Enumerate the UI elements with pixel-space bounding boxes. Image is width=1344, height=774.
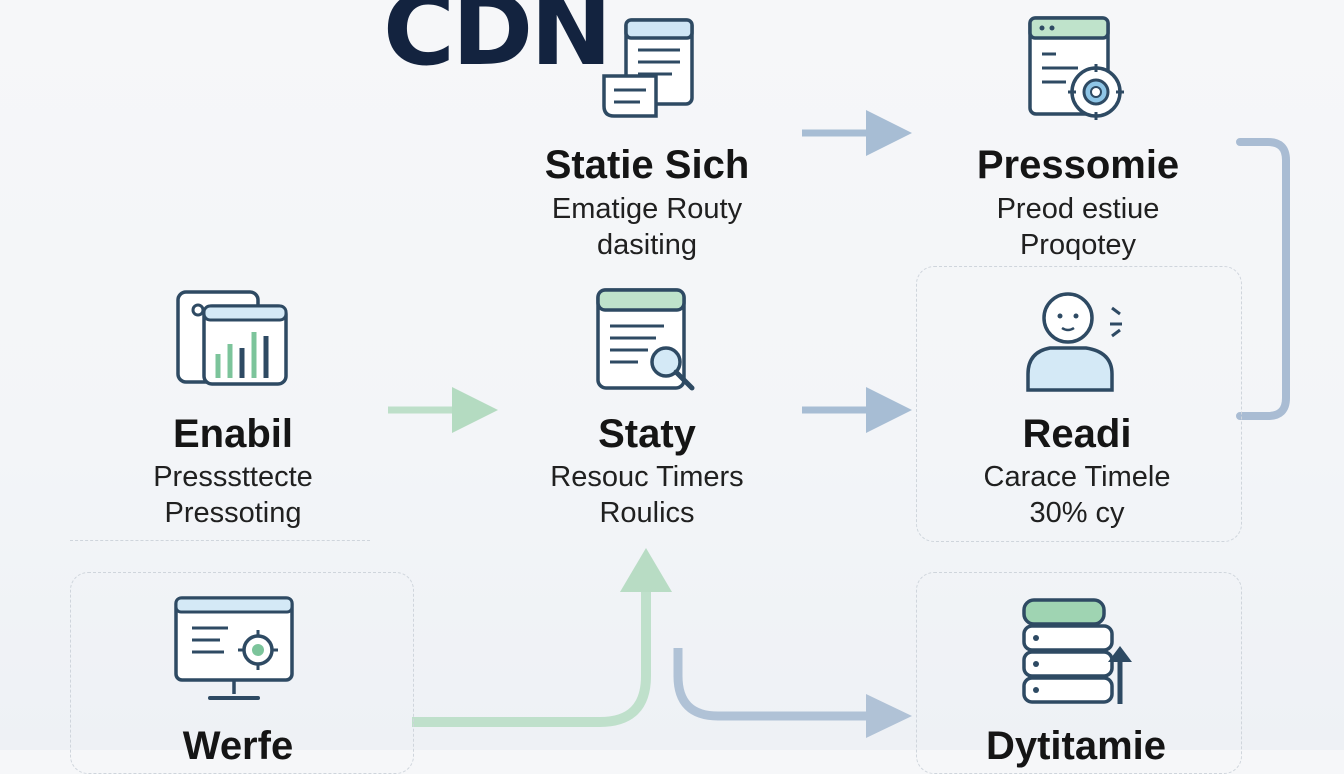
arrow-static-to-pressomie bbox=[802, 110, 912, 156]
database-upload-icon bbox=[1022, 598, 1132, 704]
arrow-staty-to-readi bbox=[802, 387, 912, 433]
document-icon bbox=[602, 18, 694, 118]
analytics-chart-icon bbox=[176, 290, 288, 386]
arrow-staty-to-dytitamie bbox=[673, 648, 912, 738]
card-frame-readi bbox=[916, 266, 1242, 542]
node-title-enabil: Enabil bbox=[172, 412, 294, 456]
arrow-werfe-to-staty bbox=[412, 548, 672, 727]
loop-connector bbox=[1236, 138, 1290, 420]
settings-document-icon bbox=[1028, 16, 1124, 120]
node-title-pressomie: Pressomie bbox=[976, 143, 1180, 187]
node-line-static-2: dasiting bbox=[597, 229, 697, 261]
search-document-icon bbox=[596, 288, 695, 391]
node-title-werfe: Werfe bbox=[182, 724, 294, 768]
node-line-enabil-2: Pressoting bbox=[164, 497, 302, 529]
node-line-staty-1: Resouc Timers bbox=[550, 461, 744, 493]
node-line-staty-2: Roulics bbox=[599, 497, 695, 529]
monitor-settings-icon bbox=[174, 596, 294, 700]
node-line-readi-1: Carace Timele bbox=[983, 461, 1171, 493]
node-line-static-1: Ematige Routy bbox=[551, 193, 743, 225]
node-title-dytitamie: Dytitamie bbox=[985, 724, 1167, 768]
node-title-static: Statie Sich bbox=[544, 143, 750, 187]
node-title-staty: Staty bbox=[598, 412, 696, 456]
node-line-pressomie-1: Preod estiue bbox=[996, 193, 1160, 225]
user-icon bbox=[1026, 292, 1122, 392]
card-frame-enabil bbox=[70, 282, 370, 541]
flow-connectors bbox=[388, 110, 1290, 738]
arrow-enabil-to-staty bbox=[388, 387, 498, 433]
node-line-pressomie-2: Proqotey bbox=[1019, 229, 1137, 261]
node-line-readi-2: 30% cy bbox=[1029, 497, 1125, 529]
node-title-readi: Readi bbox=[1022, 412, 1132, 456]
node-line-enabil-1: Presssttecte bbox=[153, 461, 313, 493]
page-title: CDN bbox=[383, 0, 612, 88]
